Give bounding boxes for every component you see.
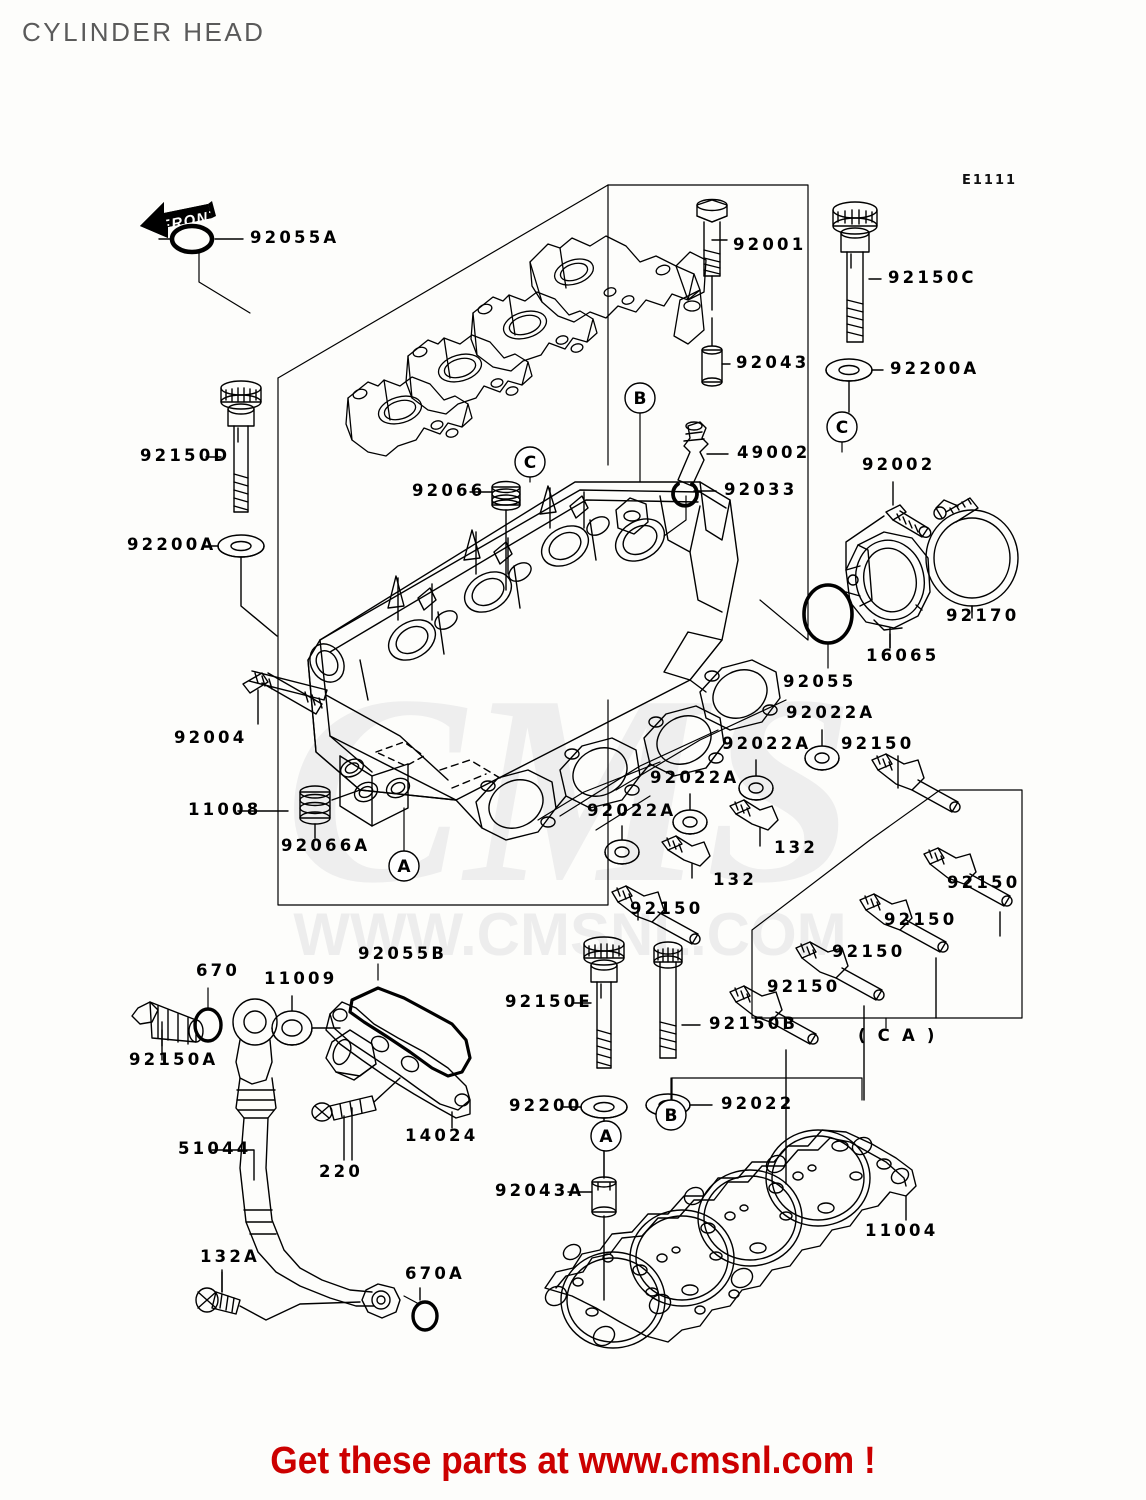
callout-132A: 132A [200,1247,261,1266]
callout-92022A-1: 92022A [786,703,876,722]
part-92200A-washer-left [217,534,278,637]
callout-92150-1: 92150 [841,734,915,753]
callout-92150A: 92150A [129,1050,219,1069]
part-92150E-bolt [583,936,625,1069]
camshaft-cap-rear [529,235,701,323]
group-frame-upper [277,184,809,906]
callout-11009: 11009 [264,969,338,988]
callout-92022A-2: 92022A [722,734,812,753]
callout-670: 670 [196,961,241,980]
bubble-label-B-top: B [634,389,647,409]
callout-92150-6: 92150 [767,977,841,996]
callout-92055B: 92055B [358,944,448,963]
part-92066A-plug [299,785,361,839]
part-132-bolts [661,799,779,879]
callout-92150-5: 92150 [832,942,906,961]
callout-51044: 51044 [178,1139,252,1158]
part-92150C-bolt [832,201,878,343]
group-frame-ca [751,789,1023,1029]
bubble-label-C-top: C [836,418,848,438]
callout-92004: 92004 [174,728,248,747]
diagram-code: E1111 [962,173,1018,188]
callout-92200: 92200 [509,1096,583,1115]
part-92150D-bolt [220,380,262,513]
bubble-label-C-mid: C [524,453,536,473]
part-92022A-washers [604,729,840,865]
callout-92043: 92043 [736,353,810,372]
callout-92066: 92066 [412,481,486,500]
part-92170-clamp [925,497,1019,619]
part-16065-holder [845,531,931,649]
part-11004-head-gasket [544,1129,917,1349]
callout-11004: 11004 [865,1221,939,1240]
callout-14024: 14024 [405,1126,479,1145]
callout-CA: ( C A ) [858,1026,938,1045]
callout-92170: 92170 [946,606,1020,625]
bubble-label-B-bottom: B [665,1106,678,1126]
part-11009-washer [271,995,341,1046]
footer-banner: Get these parts at www.cmsnl.com ! [270,1440,876,1482]
reference-connector-lines [403,409,843,1179]
part-92150B-bolt [653,941,683,1059]
callout-92022: 92022 [721,1094,795,1113]
part-14024-cover [325,1001,471,1119]
part-92002-bolt [845,504,932,571]
part-92004-stud [242,670,449,781]
callout-92150D: 92150D [140,446,231,465]
reference-bubbles [388,382,858,1152]
bubble-label-A-mid: A [397,857,411,877]
callout-92150C: 92150C [888,268,977,287]
callout-92022A-3: 92022A [650,768,740,787]
callout-92022A-4: 92022A [587,801,677,820]
callout-49002: 49002 [737,443,811,462]
callout-92033: 92033 [724,480,798,499]
callout-92200A-left: 92200A [127,535,217,554]
part-11008-cylinder-head [307,481,781,841]
part-670A-o-ring [403,1295,439,1332]
part-132A-bolt [195,1269,361,1321]
callout-16065: 16065 [866,646,940,665]
callout-92150B: 92150B [709,1014,799,1033]
callout-670A: 670A [405,1264,466,1283]
callout-92150-3: 92150 [884,910,958,929]
part-92043-dowel [701,317,723,387]
callout-132-1: 132 [774,838,819,857]
part-220-screw [311,1077,401,1161]
callout-132-2: 132 [713,870,758,889]
part-51044-oil-pipe [232,998,401,1319]
part-92055A-o-ring [158,223,251,314]
part-92001-bolt [696,198,728,311]
part-49002-nozzle [677,421,709,487]
callout-92002: 92002 [862,455,936,474]
part-92055-o-ring [802,583,854,669]
callout-92150-2: 92150 [947,873,1021,892]
callout-92200A-right: 92200A [890,359,980,378]
callout-92001: 92001 [733,235,807,254]
callout-220: 220 [319,1162,364,1181]
part-92055B-gasket [348,963,472,1078]
page-title: CYLINDER HEAD [22,17,266,47]
part-92066-plug [491,480,521,591]
callout-92055A: 92055A [250,228,340,247]
part-camshaft-caps [345,235,707,457]
callout-92043A: 92043A [495,1181,585,1200]
bubble-label-A-bottom: A [599,1127,613,1147]
callout-92055: 92055 [783,672,857,691]
callout-11008: 11008 [188,800,262,819]
part-92200A-washer-right [825,358,873,413]
part-670-o-ring [193,987,223,1043]
part-92200-washer [580,1095,628,1123]
callout-92150E: 92150E [505,992,593,1011]
callout-92066A: 92066A [281,836,371,855]
callout-92150-4: 92150 [630,899,704,918]
